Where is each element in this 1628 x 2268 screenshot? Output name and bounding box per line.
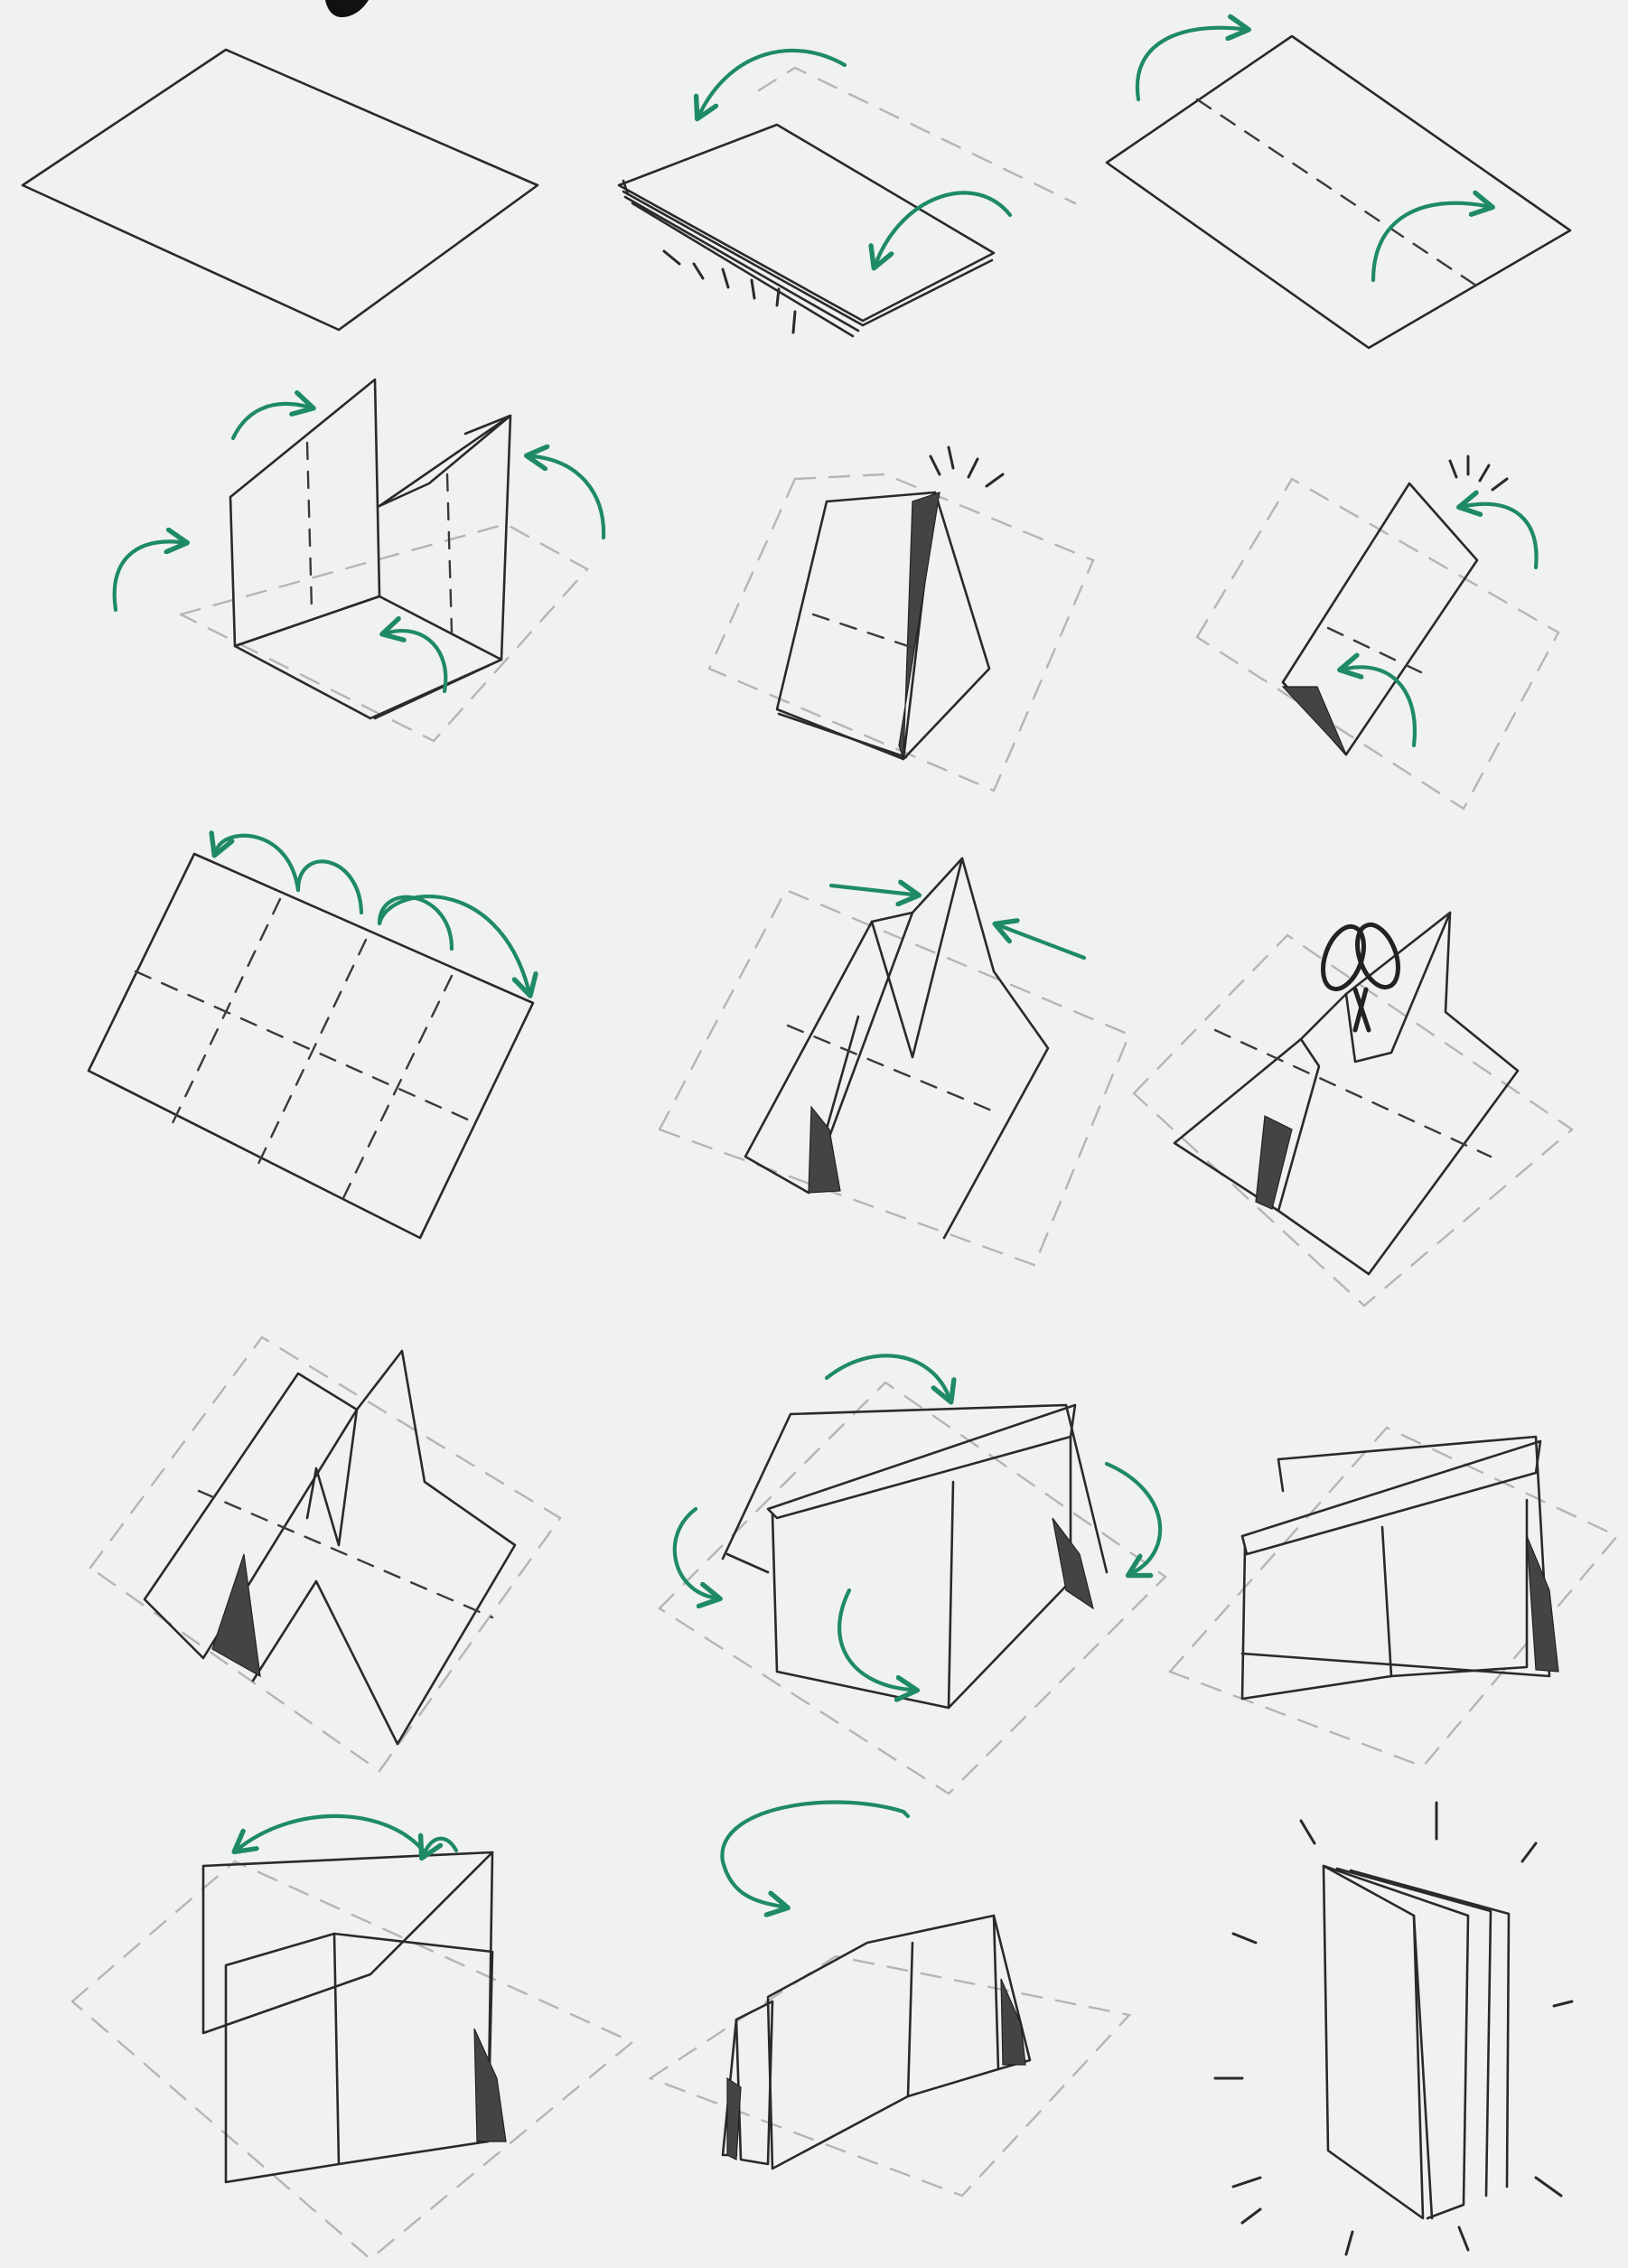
step-15-finished-zine [1215,1803,1572,2254]
scissors-icon [1315,919,1406,1030]
step-9-cut-center-slit [1134,913,1572,1306]
step-13-flatten-pages [72,1816,632,2259]
step-8-fold-in-half-lengthwise [660,858,1129,1265]
step-4-fold-edges-to-center [115,380,603,741]
step-10-open-slit [90,1337,560,1771]
step-12-star-shape [1170,1428,1617,1767]
step-1-flat-sheet [23,50,538,330]
step-5-fold-to-strip [709,447,1093,791]
step-3-unfold-sheet [1107,28,1570,348]
step-2-fold-in-half [619,51,1075,336]
step-7-crease-grid [89,836,533,1238]
step-11-push-together [660,1355,1165,1794]
step-14-fold-into-booklet [650,1802,1129,2196]
header-glyph-fragment [325,0,369,17]
step-6-fold-strip-diagonal [1197,456,1558,809]
